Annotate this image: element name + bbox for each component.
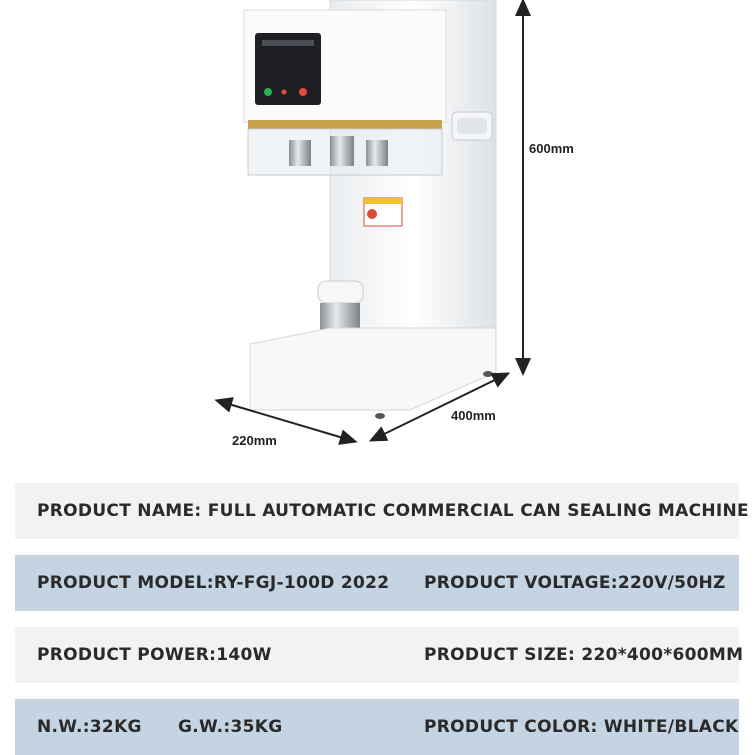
height-dimension-label: 600mm (529, 141, 574, 156)
spec-row-model-voltage: PRODUCT MODEL:RY-FGJ-100D 2022 PRODUCT V… (15, 555, 739, 611)
spec-row-weight-color: N.W.:32KG G.W.:35KG PRODUCT COLOR: WHITE… (15, 699, 739, 755)
spec-row-power-size: PRODUCT POWER:140W PRODUCT SIZE: 220*400… (15, 627, 743, 683)
width-dimension-label: 220mm (232, 433, 277, 448)
product-size: PRODUCT SIZE: 220*400*600MM (424, 645, 744, 665)
product-name: PRODUCT NAME: FULL AUTOMATIC COMMERCIAL … (37, 501, 749, 521)
depth-dimension-label: 400mm (451, 408, 496, 423)
sealing-machine (243, 0, 497, 419)
product-voltage: PRODUCT VOLTAGE:220V/50HZ (424, 573, 726, 593)
product-color: PRODUCT COLOR: WHITE/BLACK (424, 717, 739, 737)
product-image: 600mm 400mm 220mm (214, 0, 574, 448)
width-dimension-arrow (214, 397, 358, 445)
depth-dimension-arrow (368, 372, 511, 442)
gross-weight: G.W.:35KG (178, 717, 283, 737)
product-model: PRODUCT MODEL:RY-FGJ-100D 2022 (37, 573, 390, 593)
spec-row-name: PRODUCT NAME: FULL AUTOMATIC COMMERCIAL … (15, 483, 749, 539)
product-power: PRODUCT POWER:140W (37, 645, 272, 665)
net-weight: N.W.:32KG (37, 717, 142, 737)
